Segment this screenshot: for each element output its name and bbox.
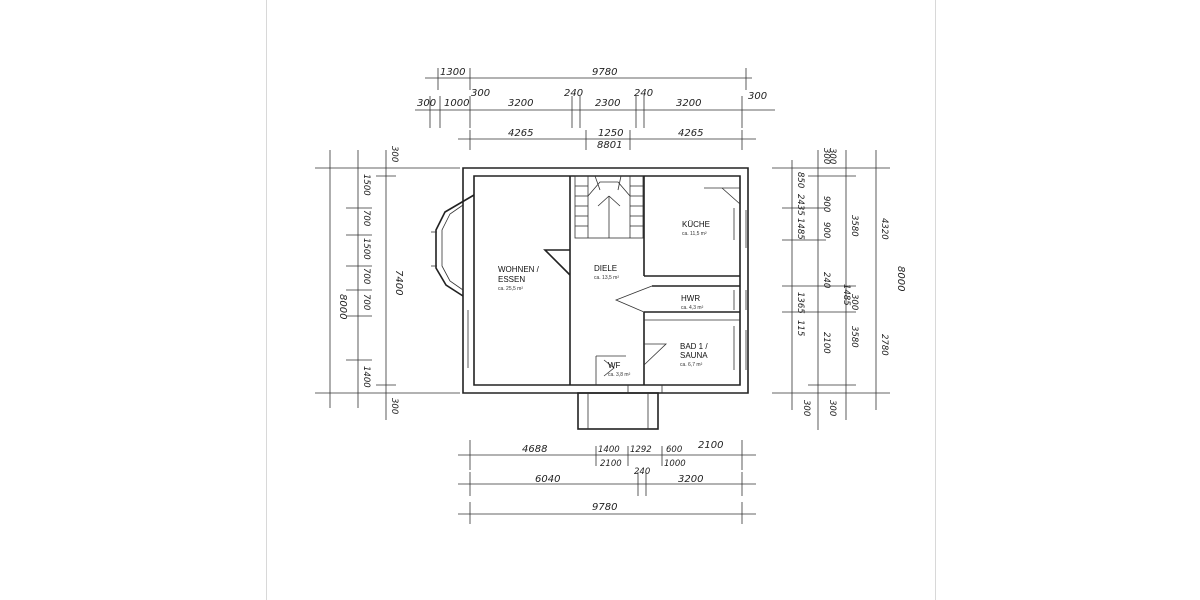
room-area-diele: ca. 13,5 m² <box>594 275 619 281</box>
room-area-wf: ca. 3,8 m² <box>608 372 631 378</box>
dim-right-4320: 4320 <box>879 218 889 240</box>
dim-top-300c: 300 <box>748 91 767 102</box>
top-dimension-chain: 1300 9780 300 1000 300 3200 240 2300 240… <box>415 67 775 151</box>
room-name-wf: WF <box>608 361 621 370</box>
room-area-wohnen: ca. 25,5 m² <box>498 286 523 292</box>
dim-left-1400: 1400 <box>361 366 371 388</box>
dim-right-240: 240 <box>821 272 831 288</box>
room-area-hwr: ca. 4,3 m² <box>681 305 704 311</box>
dim-right-2100: 2100 <box>821 332 831 354</box>
dim-right-115: 115 <box>795 320 805 336</box>
dim-top-3200b: 3200 <box>676 98 701 109</box>
room-name-essen: ESSEN <box>498 275 525 284</box>
dim-right-1485b: 1485 <box>841 284 851 306</box>
floor-plan <box>431 167 749 430</box>
dim-left-300b: 300 <box>389 398 399 414</box>
dim-top-4265a: 4265 <box>508 128 533 139</box>
dim-right-1365: 1365 <box>795 292 805 314</box>
room-name-bad: BAD 1 / <box>680 342 708 351</box>
room-name-hwr: HWR <box>681 294 700 303</box>
dim-bottom-3200: 3200 <box>678 474 703 485</box>
dim-right-300d: 300 <box>849 294 859 310</box>
left-dimension-chain: 8000 7400 1500 700 1500 700 700 1400 300… <box>315 146 460 420</box>
dim-left-700a: 700 <box>361 210 371 226</box>
dim-right-8000: 8000 <box>895 266 906 291</box>
room-labels: WOHNEN / ESSEN ca. 25,5 m² DIELE ca. 13,… <box>498 220 710 378</box>
dim-right-900a: 900 <box>821 196 831 212</box>
dim-right-850: 850 <box>795 172 805 188</box>
dim-top-300a: 300 <box>417 98 436 109</box>
dim-right-1485a: 1485 <box>795 218 805 240</box>
room-area-bad: ca. 6,7 m² <box>680 362 703 368</box>
dim-left-1500b: 1500 <box>361 238 371 260</box>
room-area-kueche: ca. 11,5 m² <box>682 231 707 237</box>
staircase <box>574 175 644 239</box>
wall-hall-diagonal <box>543 249 571 276</box>
dim-top-1300: 1300 <box>440 67 465 78</box>
dim-bottom-1400: 1400 <box>598 445 620 455</box>
room-name-diele: DIELE <box>594 264 617 273</box>
dim-bottom-1292: 1292 <box>630 445 652 455</box>
room-name-sauna: SAUNA <box>680 351 708 360</box>
dim-top-2300: 2300 <box>595 98 620 109</box>
dim-right-3580b: 3580 <box>849 326 859 348</box>
dim-right-300e: 300 <box>827 400 837 416</box>
dim-bottom-2100b: 2100 <box>600 459 622 469</box>
outer-wall <box>462 167 749 394</box>
dim-right-2435: 2435 <box>795 194 805 216</box>
dim-right-2780: 2780 <box>879 334 889 356</box>
dim-bottom-600: 600 <box>666 445 682 455</box>
dim-bottom-6040: 6040 <box>535 474 560 485</box>
dim-top-8801: 8801 <box>597 140 622 151</box>
dim-right-900b: 900 <box>821 222 831 238</box>
dim-bottom-1000: 1000 <box>664 459 686 469</box>
dim-left-300a: 300 <box>389 146 399 162</box>
inner-wall <box>473 175 741 386</box>
dim-left-700c: 700 <box>361 294 371 310</box>
dim-left-8000: 8000 <box>337 294 348 319</box>
dim-top-1000: 1000 <box>444 98 469 109</box>
dim-top-240b: 240 <box>634 88 653 99</box>
dim-top-4265b: 4265 <box>678 128 703 139</box>
bay-window <box>435 194 475 297</box>
bottom-dimension-chain: 4688 1400 1292 600 2100 2100 1000 6040 2… <box>458 440 756 524</box>
right-dimension-chain: 850 2435 1485 1365 115 300 900 900 240 2… <box>772 148 906 430</box>
dim-bottom-240: 240 <box>634 467 650 477</box>
dim-bottom-4688: 4688 <box>522 444 547 455</box>
room-name-wohnen: WOHNEN / <box>498 265 540 274</box>
dim-right-300c: 300 <box>827 148 837 164</box>
dim-right-300b: 300 <box>801 400 811 416</box>
dim-top-9780: 9780 <box>592 67 617 78</box>
room-name-kueche: KÜCHE <box>682 220 710 229</box>
drawing-sheet <box>266 0 936 600</box>
dim-top-3200a: 3200 <box>508 98 533 109</box>
dim-top-240a: 240 <box>564 88 583 99</box>
dim-left-700b: 700 <box>361 268 371 284</box>
entrance <box>577 392 659 430</box>
dim-bottom-2100a: 2100 <box>698 440 723 451</box>
dim-right-300a: 300 <box>821 148 831 164</box>
dim-left-7400: 7400 <box>393 270 404 295</box>
dim-top-300b: 300 <box>471 88 490 99</box>
dim-left-1500a: 1500 <box>361 174 371 196</box>
dim-bottom-9780: 9780 <box>592 502 617 513</box>
dim-right-3580a: 3580 <box>849 215 859 237</box>
dim-top-1250: 1250 <box>598 128 623 139</box>
